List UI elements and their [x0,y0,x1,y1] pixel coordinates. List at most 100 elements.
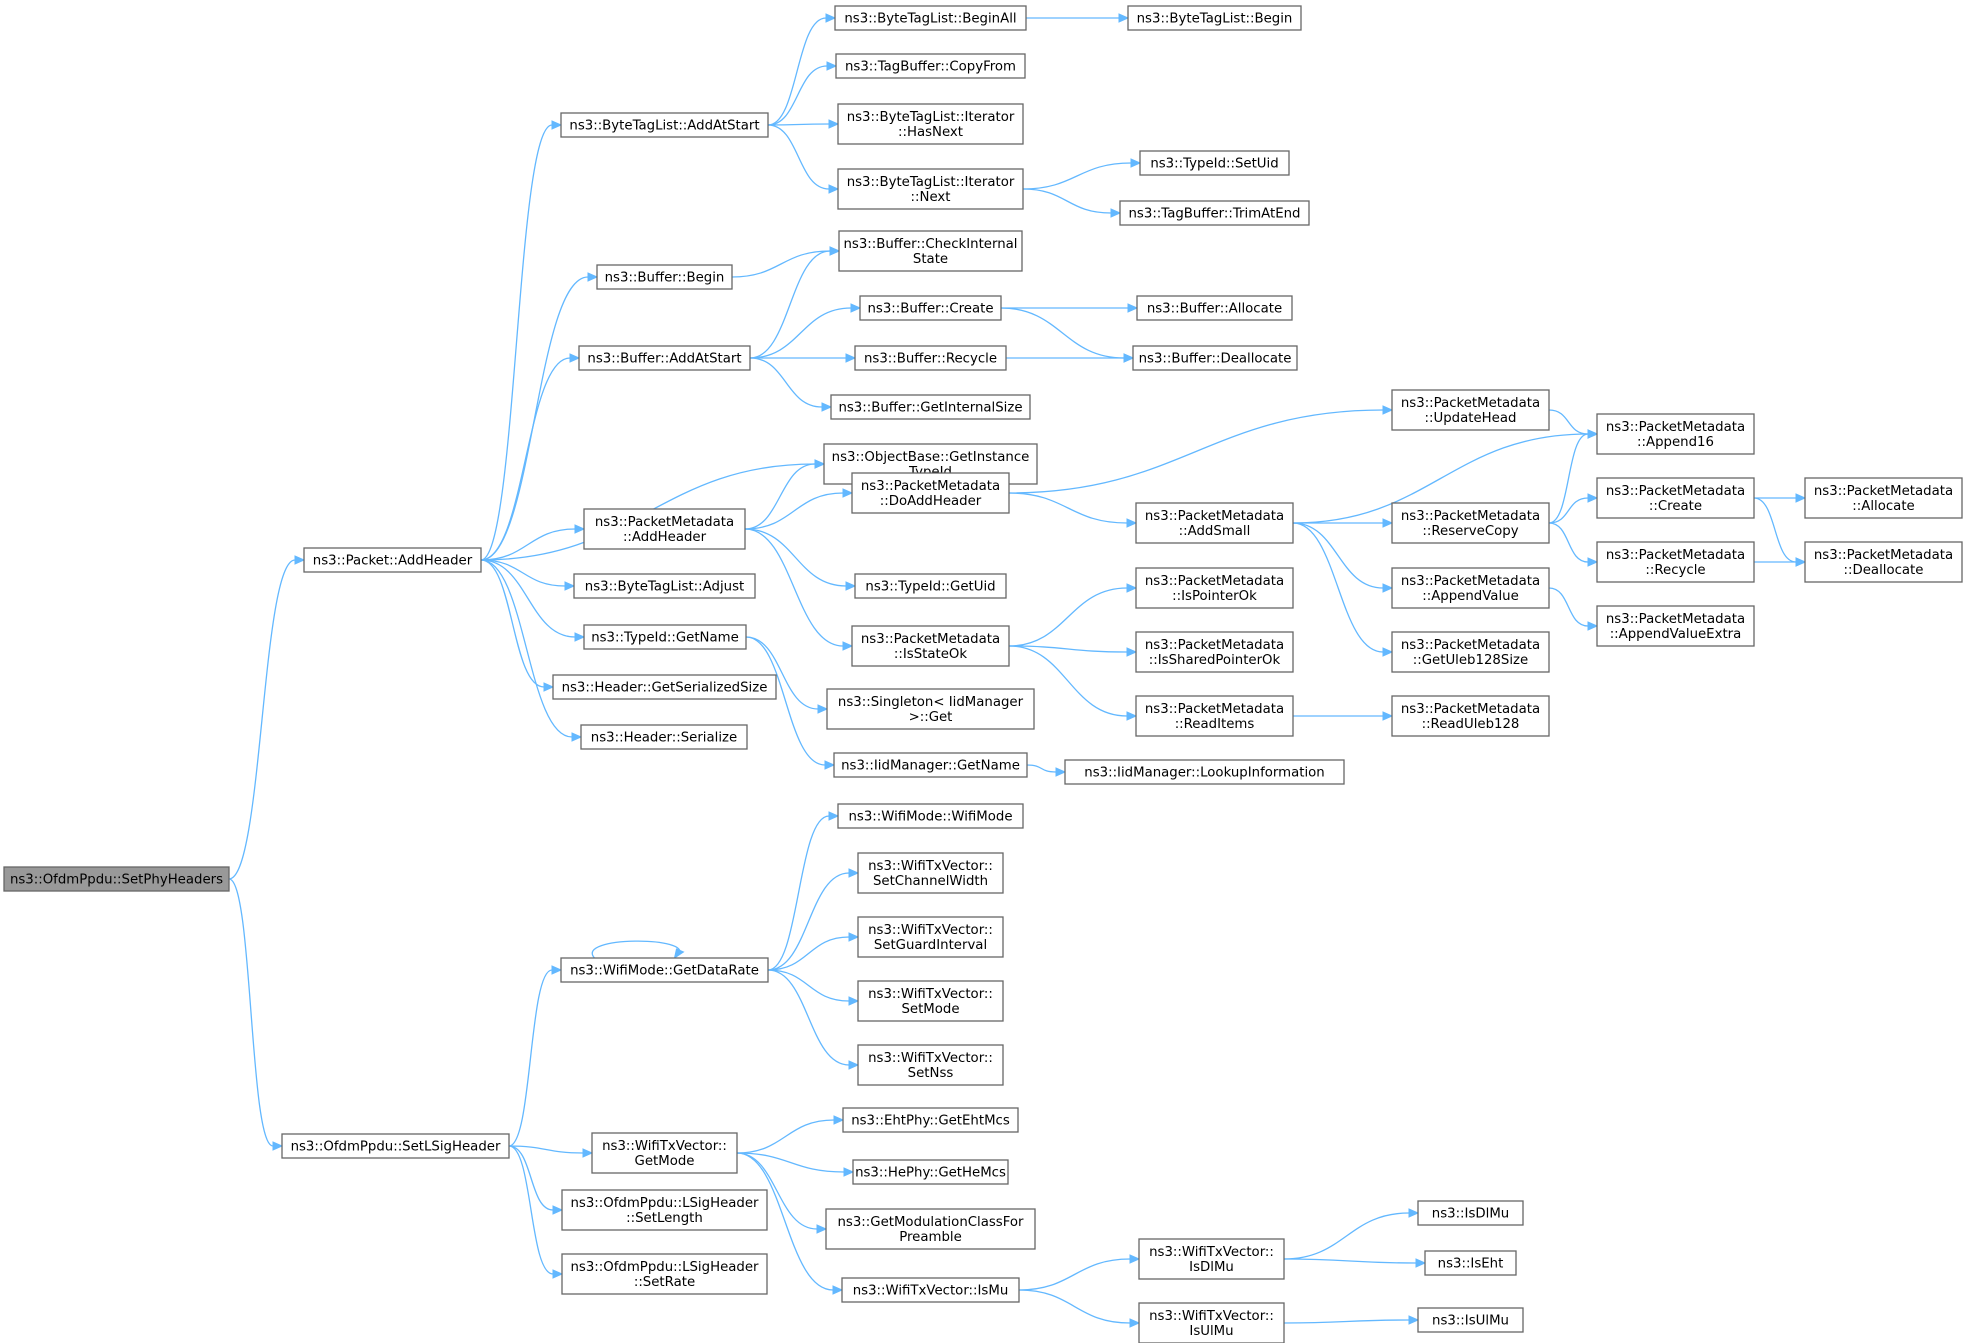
call-edge-arrowhead [1055,767,1067,777]
function-node-lsig-setrate[interactable]: ns3::OfdmPpdu::LSigHeader::SetRate [561,1253,768,1295]
call-edge-setlsig-to-wtv_getmode [508,1145,584,1154]
function-node-wtv-ismu[interactable]: ns3::WifiTxVector::IsMu [841,1277,1020,1303]
function-node-wtv-setnss[interactable]: ns3::WifiTxVector::SetNss [857,1044,1004,1086]
function-node-eht-getehtmcs[interactable]: ns3::EhtPhy::GetEhtMcs [842,1107,1019,1133]
function-node-btl-beginall[interactable]: ns3::ByteTagList::BeginAll [834,5,1027,31]
function-node-pm-allocate[interactable]: ns3::PacketMetadata::Allocate [1804,477,1963,519]
function-node-typeid-getuid[interactable]: ns3::TypeId::GetUid [854,573,1007,599]
function-node-setphy[interactable]: ns3::OfdmPpdu::SetPhyHeaders [3,866,230,892]
function-node-label: ns3::OfdmPpdu::SetLSigHeader [291,1140,501,1155]
function-node-buf-getintsize[interactable]: ns3::Buffer::GetInternalSize [830,394,1031,420]
function-node-btl-adjust[interactable]: ns3::ByteTagList::Adjust [573,573,756,599]
function-node-box [852,1159,1009,1185]
call-edge-arrowhead [574,632,586,642]
function-node-pm-deallocate[interactable]: ns3::PacketMetadata::Deallocate [1804,541,1963,583]
call-edge-arrowhead [828,184,840,194]
call-edge-arrowhead [816,1224,828,1234]
function-node-box [837,168,1024,210]
function-node-lsig-setlength[interactable]: ns3::OfdmPpdu::LSigHeader::SetLength [561,1189,768,1231]
call-edge-arrowhead [551,120,563,130]
function-node-pm-readuleb[interactable]: ns3::PacketMetadata::ReadUleb128 [1391,695,1550,737]
call-edge-arrowhead [1382,711,1394,721]
function-node-singleton-get[interactable]: ns3::Singleton< IidManager>::Get [826,688,1035,730]
call-edge-setlsig-to-lsig_setlength [508,1145,554,1211]
function-node-buf-allocate[interactable]: ns3::Buffer::Allocate [1136,295,1293,321]
call-edge-pm_doaddheader-to-pm_updatehead [1008,409,1384,494]
function-node-iid-getname[interactable]: ns3::IidManager::GetName [833,752,1028,778]
function-node-wtv-isdlmu[interactable]: ns3::WifiTxVector::IsDlMu [1138,1238,1285,1280]
function-node-isdlmu[interactable]: ns3::IsDlMu [1417,1200,1524,1226]
call-edge-arrowhead [1129,1254,1141,1264]
function-node-setlsig[interactable]: ns3::OfdmPpdu::SetLSigHeader [281,1133,510,1159]
call-edge-arrowhead [1118,13,1130,23]
function-node-iseht[interactable]: ns3::IsEht [1424,1250,1517,1276]
function-node-pm-readitems[interactable]: ns3::PacketMetadata::ReadItems [1135,695,1294,737]
function-node-wtv-getmode[interactable]: ns3::WifiTxVector::GetMode [591,1132,738,1174]
function-node-addheader[interactable]: ns3::Packet::AddHeader [303,547,482,573]
function-node-pm-getuleb[interactable]: ns3::PacketMetadata::GetUleb128Size [1391,631,1550,673]
function-node-pm-addheader[interactable]: ns3::PacketMetadata::AddHeader [583,508,746,550]
function-node-pm-create[interactable]: ns3::PacketMetadata::Create [1596,477,1755,519]
function-node-pm-recycle[interactable]: ns3::PacketMetadata::Recycle [1596,541,1755,583]
call-edge-setphy-to-addheader [228,559,296,880]
call-edge-btl_addatstart-to-btl_next [767,124,830,190]
function-node-pm-addsmall[interactable]: ns3::PacketMetadata::AddSmall [1135,502,1294,544]
function-node-tb-trimatend[interactable]: ns3::TagBuffer::TrimAtEnd [1119,200,1310,226]
function-node-pm-doaddheader[interactable]: ns3::PacketMetadata::DoAddHeader [851,472,1010,514]
function-node-wtv-setmode[interactable]: ns3::WifiTxVector::SetMode [857,980,1004,1022]
function-node-wifimode-wifimode[interactable]: ns3::WifiMode::WifiMode [837,803,1024,829]
function-node-pm-appendvalueextra[interactable]: ns3::PacketMetadata::AppendValueExtra [1596,605,1755,647]
function-node-hdr-getser[interactable]: ns3::Header::GetSerializedSize [552,674,777,700]
function-node-pm-appendvalue[interactable]: ns3::PacketMetadata::AppendValue [1391,567,1550,609]
function-node-pm-ispointerok[interactable]: ns3::PacketMetadata::IsPointerOk [1135,567,1294,609]
function-node-wtv-setgi[interactable]: ns3::WifiTxVector::SetGuardInterval [857,916,1004,958]
function-node-iid-lookup[interactable]: ns3::IidManager::LookupInformation [1064,759,1345,785]
function-node-wifimode-getdatarate[interactable]: ns3::WifiMode::GetDataRate [560,957,769,983]
function-node-pm-append16[interactable]: ns3::PacketMetadata::Append16 [1596,413,1755,455]
function-node-pm-reservecopy[interactable]: ns3::PacketMetadata::ReserveCopy [1391,502,1550,544]
function-node-pm-updatehead[interactable]: ns3::PacketMetadata::UpdateHead [1391,389,1550,431]
function-node-wtv-isulmu[interactable]: ns3::WifiTxVector::IsUlMu [1138,1302,1285,1343]
function-node-buf-recycle[interactable]: ns3::Buffer::Recycle [854,345,1007,371]
function-node-btl-addatstart[interactable]: ns3::ByteTagList::AddAtStart [560,112,769,138]
function-node-label: Preamble [899,1230,962,1245]
function-node-btl-begin[interactable]: ns3::ByteTagList::Begin [1127,5,1302,31]
function-node-buf-create[interactable]: ns3::Buffer::Create [859,295,1002,321]
function-node-label: ns3::PacketMetadata [1401,574,1540,589]
function-node-label: ns3::OfdmPpdu::LSigHeader [570,1196,759,1211]
call-edge-pm_reservecopy-to-pm_append16 [1548,433,1589,524]
function-node-label: ns3::TagBuffer::TrimAtEnd [1129,207,1301,222]
function-node-buf-begin[interactable]: ns3::Buffer::Begin [596,264,733,290]
call-edge-arrowhead [1126,518,1138,528]
function-node-label: ns3::Singleton< IidManager [838,695,1024,710]
function-node-btl-hasnext[interactable]: ns3::ByteTagList::Iterator::HasNext [837,103,1024,145]
function-node-typeid-setuid[interactable]: ns3::TypeId::SetUid [1139,150,1290,176]
function-node-box [1391,567,1550,609]
function-node-pm-issharedok[interactable]: ns3::PacketMetadata::IsSharedPointerOk [1135,631,1294,673]
call-edge-arrowhead [1126,711,1138,721]
call-edge-addheader-to-hdr_getser [480,559,545,688]
function-node-buf-deallocate[interactable]: ns3::Buffer::Deallocate [1132,345,1298,371]
call-edge-arrowhead [564,581,576,591]
function-node-box [854,573,1007,599]
function-node-box [1804,541,1963,583]
function-node-hdr-ser[interactable]: ns3::Header::Serialize [580,724,748,750]
function-node-tb-copyfrom[interactable]: ns3::TagBuffer::CopyFrom [835,53,1026,79]
call-edge-setphy-to-setlsig [228,878,274,1147]
function-node-typeid-getname[interactable]: ns3::TypeId::GetName [583,624,747,650]
function-node-wtv-setchw[interactable]: ns3::WifiTxVector::SetChannelWidth [857,852,1004,894]
function-node-label: ns3::Packet::AddHeader [313,554,473,569]
call-edge-arrowhead [1408,1208,1420,1218]
function-node-isulmu[interactable]: ns3::IsUlMu [1417,1307,1524,1333]
function-node-box [303,547,482,573]
function-node-box [281,1133,510,1159]
call-edge-wtv_isdlmu-to-isdlmu [1283,1212,1410,1260]
function-node-he-gethemcs[interactable]: ns3::HePhy::GetHeMcs [852,1159,1009,1185]
function-node-btl-next[interactable]: ns3::ByteTagList::Iterator::Next [837,168,1024,210]
function-node-pm-isstateok[interactable]: ns3::PacketMetadata::IsStateOk [851,625,1010,667]
function-node-buf-addatstart[interactable]: ns3::Buffer::AddAtStart [578,345,751,371]
function-node-label: ::AppendValueExtra [1610,627,1742,642]
function-node-box [851,625,1010,667]
